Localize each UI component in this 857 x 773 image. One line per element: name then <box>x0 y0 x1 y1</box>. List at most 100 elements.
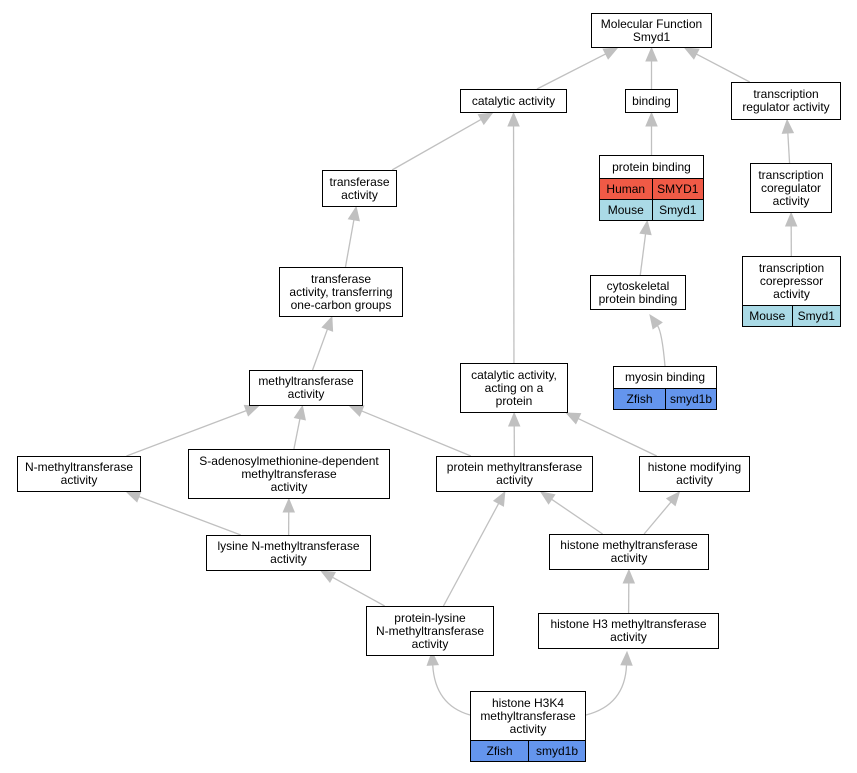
edge-nmethyl-to-methyl <box>126 409 247 457</box>
gene-annotation-row: Zfish smyd1b <box>614 388 716 409</box>
edge-arrowhead <box>649 313 663 330</box>
edge-arrowhead <box>293 404 306 421</box>
go-term-label: transcription coregulator activity <box>758 167 824 208</box>
go-term-label: N-methyltransferase activity <box>24 460 134 487</box>
go-term-label: catalytic activity <box>471 93 556 108</box>
go-term-label: myosin binding <box>624 370 706 384</box>
go-term-label: lysine N-methyltransferase activity <box>217 539 360 566</box>
go-term-label: transferase activity <box>329 174 390 202</box>
go-term-sam[interactable]: S-adenosylmethionine-dependent methyltra… <box>188 449 390 499</box>
gene-annotation-row: Zfish smyd1b <box>471 740 585 761</box>
edge-arrowhead <box>645 111 658 127</box>
edge-arrowhead <box>321 315 334 332</box>
gene-symbol-cell[interactable]: smyd1b <box>665 389 716 409</box>
edge-histmod-to-catprot <box>577 418 658 457</box>
edge-myosin-to-cytobind <box>656 325 666 367</box>
edge-protlys-to-protmethyl <box>442 503 500 607</box>
edge-h3k4-to-h3 <box>585 664 628 716</box>
edge-sam-to-methyl <box>293 418 301 450</box>
edge-arrowhead <box>665 491 681 507</box>
go-term-label: cytoskeletal protein binding <box>598 278 678 306</box>
go-term-histmethyl[interactable]: histone methyltransferase activity <box>549 534 709 570</box>
edge-histmethyl-to-protmethyl <box>551 498 603 535</box>
edge-arrowhead <box>507 111 520 127</box>
go-term-txreg[interactable]: transcription regulator activity <box>731 82 841 120</box>
go-term-protlys[interactable]: protein-lysine N-methyltransferase activ… <box>366 606 494 656</box>
go-term-cytobind[interactable]: cytoskeletal protein binding <box>590 275 686 310</box>
go-term-onecarbon[interactable]: transferase activity, transferring one-c… <box>279 267 403 317</box>
go-term-label: histone modifying activity <box>647 460 742 487</box>
go-term-nmethyl[interactable]: N-methyltransferase activity <box>17 456 141 492</box>
go-term-label: transcription regulator activity <box>742 87 830 114</box>
gene-symbol-cell[interactable]: smyd1b <box>528 741 585 761</box>
go-term-methyl[interactable]: methyltransferase activity <box>249 370 363 406</box>
species-cell: Mouse <box>607 202 644 217</box>
edge-arrowhead <box>784 211 798 227</box>
gene-annotation-row: Mouse Smyd1 <box>600 199 703 220</box>
species-cell: Mouse <box>749 308 786 323</box>
go-term-label: protein methyltransferase activity <box>446 460 583 487</box>
go-term-label: transcription corepressor activity <box>758 260 825 301</box>
edge-arrowhead <box>320 570 336 583</box>
gene-annotation-row: Mouse Smyd1 <box>743 305 840 326</box>
edge-arrowhead <box>539 491 556 505</box>
edge-cytobind-to-protbind <box>639 233 647 276</box>
go-term-label: methyltransferase activity <box>258 374 354 401</box>
go-term-transferase[interactable]: transferase activity <box>322 170 397 207</box>
edge-arrowhead <box>282 497 296 513</box>
edge-txcoreg-to-txreg <box>787 132 791 164</box>
gene-symbol-cell[interactable]: Smyd1 <box>791 306 841 326</box>
go-term-label: Molecular Function Smyd1 <box>600 16 703 44</box>
edge-arrowhead <box>683 47 700 60</box>
go-term-txcoreg[interactable]: transcription coregulator activity <box>750 163 832 213</box>
edge-arrowhead <box>645 46 658 62</box>
edge-arrowhead <box>620 650 633 666</box>
edge-arrowhead <box>639 219 652 236</box>
go-term-protmethyl[interactable]: protein methyltransferase activity <box>436 456 593 492</box>
go-term-label: histone H3 methyltransferase activity <box>550 617 707 644</box>
gene-symbol-cell[interactable]: SMYD1 <box>651 179 704 199</box>
go-term-label: protein binding <box>612 159 691 174</box>
species-cell: Zfish <box>486 743 513 758</box>
edge-catalytic-to-mf <box>536 53 606 90</box>
go-term-lysn[interactable]: lysine N-methyltransferase activity <box>206 535 371 571</box>
edge-h3k4-to-protlys <box>432 664 471 716</box>
go-term-mf[interactable]: Molecular Function Smyd1 <box>591 13 712 48</box>
edge-methyl-to-onecarbon <box>311 328 329 371</box>
go-term-catprot[interactable]: catalytic activity, acting on a protein <box>460 363 568 413</box>
edge-arrowhead <box>477 112 494 126</box>
edge-arrowhead <box>348 405 365 417</box>
go-term-histmod[interactable]: histone modifying activity <box>639 456 750 492</box>
go-term-catalytic[interactable]: catalytic activity <box>460 89 567 113</box>
go-term-label: protein-lysine N-methyltransferase activ… <box>375 610 485 651</box>
edge-protlys-to-lysn <box>332 576 385 607</box>
go-term-label: S-adenosylmethionine-dependent methyltra… <box>199 453 379 494</box>
gene-symbol-cell[interactable]: Smyd1 <box>651 200 704 220</box>
go-term-label: transferase activity, transferring one-c… <box>289 271 393 312</box>
edge-transferase-to-catalytic <box>391 118 482 171</box>
go-term-h3[interactable]: histone H3 methyltransferase activity <box>538 613 719 649</box>
edge-arrowhead <box>347 205 360 222</box>
edge-arrowhead <box>507 411 521 427</box>
edge-arrowhead <box>243 404 260 417</box>
edge-arrowhead <box>781 118 795 134</box>
edge-protmethyl-to-methyl <box>361 410 472 457</box>
edge-histmethyl-to-histmod <box>643 501 672 535</box>
edge-arrowhead <box>492 490 506 507</box>
go-term-label: binding <box>632 93 671 108</box>
edge-lysn-to-nmethyl <box>138 495 241 536</box>
go-term-binding[interactable]: binding <box>625 89 678 113</box>
edge-arrowhead <box>622 568 636 584</box>
go-term-label: histone H3K4 methyltransferase activity <box>480 695 576 736</box>
edge-onecarbon-to-transferase <box>344 219 355 268</box>
go-term-label: catalytic activity, acting on a protein <box>471 367 557 408</box>
edge-arrowhead <box>125 490 142 503</box>
edge-txreg-to-mf <box>696 53 751 83</box>
species-cell: Zfish <box>626 391 653 406</box>
